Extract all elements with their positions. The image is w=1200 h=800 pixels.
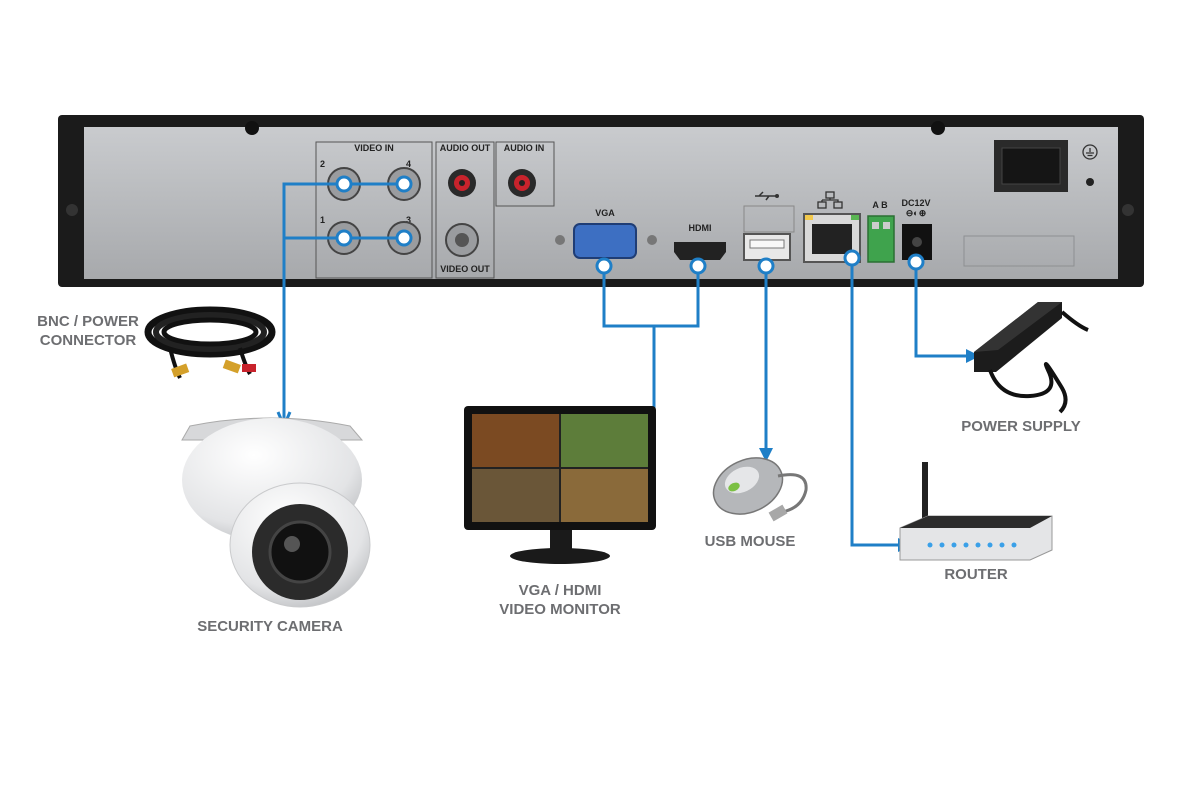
router: [899, 462, 1053, 561]
monitor-label-line1: VGA / HDMI: [519, 582, 602, 599]
audio-out-port[interactable]: [448, 169, 476, 197]
ground-icon: [1082, 144, 1098, 160]
arrow-mouse: [759, 448, 773, 462]
wire-vga-hdmi: [602, 266, 700, 328]
screw: [245, 121, 259, 135]
ethernet-socket: [812, 224, 852, 254]
usb-icon: [755, 191, 779, 201]
power-brick-top: [974, 302, 1062, 352]
router-top: [900, 516, 1052, 528]
audio-video-out-block: [435, 141, 495, 279]
node-ch3: [395, 229, 413, 247]
channel-3-label: 3: [406, 215, 411, 225]
video-monitor: [464, 406, 656, 564]
hdmi-port[interactable]: [674, 242, 726, 260]
ground-screw: [1086, 178, 1094, 186]
bnc-label-line2: CONNECTOR: [40, 332, 137, 349]
arrow-power: [966, 349, 980, 363]
usb-port-tongue: [749, 239, 785, 249]
screw: [1122, 204, 1134, 216]
polarity-symbol: ⊖◐⊕: [906, 208, 927, 218]
audio-out-label: AUDIO OUT: [440, 143, 491, 153]
monitor-label-line2: VIDEO MONITOR: [499, 601, 621, 618]
camera-lens: [268, 520, 332, 584]
wire-nodes: [335, 175, 925, 275]
vga-label: VGA: [595, 208, 615, 218]
node-hdmi: [689, 257, 707, 275]
channel-2-label: 2: [320, 159, 325, 169]
monitor-neck: [550, 530, 572, 550]
wire-camera-ch4: [282, 182, 404, 422]
power-supply: [974, 302, 1089, 414]
ab-label: A B: [872, 200, 888, 210]
video-out-label: VIDEO OUT: [440, 264, 490, 274]
dc-power-pin: [912, 237, 922, 247]
lens-glint: [284, 536, 300, 552]
network-icon: [817, 191, 843, 209]
terminal-screw: [872, 222, 879, 229]
camera-feed-1: [472, 414, 560, 468]
audio-in-label: AUDIO IN: [504, 143, 545, 153]
video-out-port[interactable]: [445, 223, 479, 257]
bnc-cable-coil: [144, 306, 276, 379]
mouse-led: [728, 482, 740, 492]
camera-feed-3: [472, 468, 560, 522]
screw: [66, 204, 78, 216]
mouse-usb-plug: [768, 504, 788, 522]
wire-power: [914, 262, 974, 358]
usb-slot-cover: [743, 205, 795, 233]
camera-feed-2: [560, 414, 648, 468]
camera-label: SECURITY CAMERA: [197, 618, 343, 635]
dc12v-label: DC12V: [901, 198, 930, 208]
node-ch1: [335, 229, 353, 247]
ethernet-led: [851, 215, 859, 220]
security-camera: [181, 417, 371, 608]
vga-screw: [647, 235, 657, 245]
mouse-label: USB MOUSE: [705, 533, 796, 550]
channel-4-label: 4: [406, 159, 411, 169]
mouse-cable: [777, 473, 808, 514]
node-dc: [907, 253, 925, 271]
power-ac-cable: [988, 362, 1068, 414]
audio-in-port[interactable]: [508, 169, 536, 197]
video-in-label: VIDEO IN: [354, 143, 394, 153]
blank-plate: [963, 235, 1075, 267]
vga-screw: [555, 235, 565, 245]
power-dc-cable: [1060, 310, 1089, 332]
ethernet-led: [805, 215, 813, 220]
camera-feed-4: [560, 468, 648, 522]
node-ethernet: [843, 249, 861, 267]
channel-1-label: 1: [320, 215, 325, 225]
rs485-terminal[interactable]: [867, 215, 895, 263]
hdmi-label: HDMI: [689, 223, 712, 233]
video-in-block: [315, 141, 433, 279]
power-switch[interactable]: [1001, 147, 1061, 185]
screw: [931, 121, 945, 135]
wire-router: [850, 258, 906, 547]
bnc-label-line1: BNC / POWER: [37, 313, 139, 330]
vga-port[interactable]: [573, 223, 637, 259]
node-ch4: [395, 175, 413, 193]
audio-in-block: [495, 141, 555, 207]
dvr-back-panel: VIDEO IN 2 4 1 3 AUDIO OUT VIDEO OUT AUD…: [58, 115, 1144, 287]
usb-mouse: [712, 457, 808, 522]
node-vga: [595, 257, 613, 275]
power-label: POWER SUPPLY: [961, 418, 1080, 435]
node-usb: [757, 257, 775, 275]
terminal-screw: [883, 222, 890, 229]
router-leds: [927, 542, 1017, 548]
router-antenna: [922, 462, 928, 530]
power-brick: [974, 302, 1062, 372]
connection-wires: [276, 182, 980, 552]
monitor-stand: [510, 548, 610, 564]
node-ch2: [335, 175, 353, 193]
router-label: ROUTER: [944, 566, 1008, 583]
